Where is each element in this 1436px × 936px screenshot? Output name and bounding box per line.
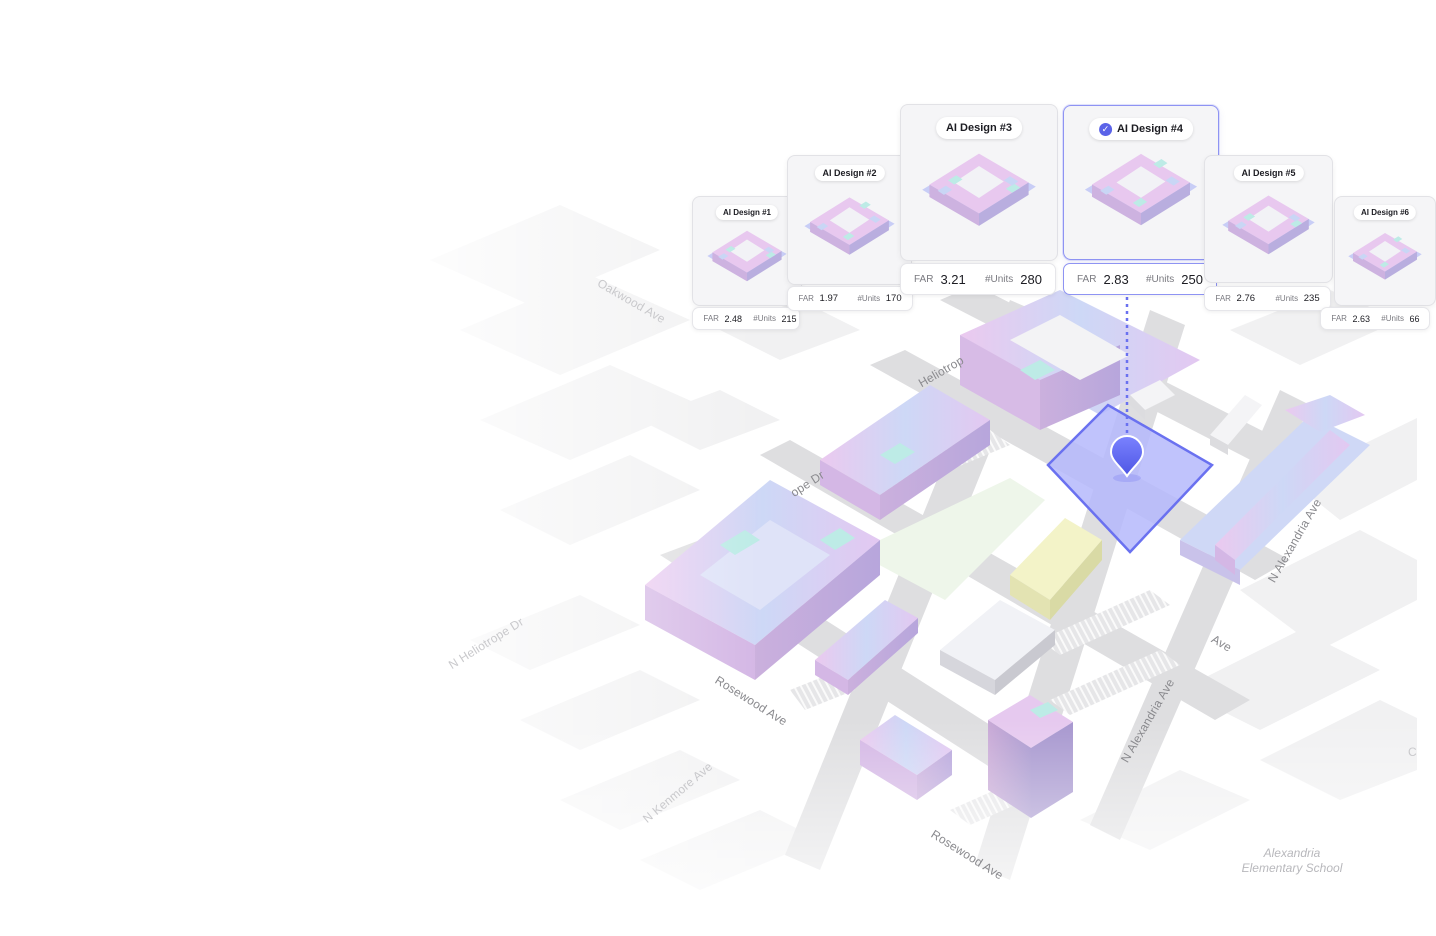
park-green-area [870, 478, 1045, 600]
design-title-pill: ✓ AI Design #4 [1089, 118, 1193, 141]
design-thumbnail-image [1222, 195, 1315, 255]
units-label: #Units [1381, 314, 1404, 323]
design-card-4[interactable]: ✓ AI Design #4 [1063, 105, 1219, 260]
units-value: 215 [781, 313, 797, 324]
far-value: 2.76 [1236, 293, 1256, 304]
design-stats-5: FAR 2.76 #Units 235 [1204, 286, 1331, 311]
design-thumbnail-image [1084, 153, 1198, 226]
design-thumbnail-image [804, 197, 895, 255]
building-north-courtyard [960, 290, 1200, 430]
building-yellow-block [1010, 518, 1102, 620]
design-title-pill: AI Design #5 [1233, 164, 1304, 181]
units-label: #Units [984, 273, 1014, 285]
design-stats-4: FAR 2.83 #Units 250 [1063, 263, 1217, 295]
far-value: 2.63 [1352, 313, 1371, 324]
far-label: FAR [1077, 273, 1097, 285]
building-warehouse [940, 600, 1055, 695]
design-thumbnail-image [1348, 233, 1422, 280]
design-stats-3: FAR 3.21 #Units 280 [900, 263, 1056, 295]
design-title-pill: AI Design #1 [715, 205, 779, 221]
design-title: AI Design #1 [722, 208, 772, 218]
landmark-alexandria-school: Alexandria Elementary School [1236, 846, 1348, 876]
units-value: 250 [1181, 271, 1203, 287]
building-north-wing [820, 385, 990, 520]
design-title: AI Design #2 [822, 167, 877, 178]
far-value: 2.48 [724, 313, 743, 324]
design-card-3[interactable]: AI Design #3 [900, 104, 1058, 261]
far-label: FAR [1215, 294, 1231, 303]
units-value: 280 [1020, 271, 1042, 287]
design-title-pill: AI Design #2 [814, 164, 885, 181]
units-label: #Units [1275, 294, 1299, 303]
school-name-line2: Elementary School [1241, 861, 1343, 875]
school-name-line1: Alexandria [1263, 846, 1321, 860]
design-title: AI Design #3 [945, 122, 1013, 135]
units-value: 235 [1303, 293, 1320, 304]
design-thumbnail-image [707, 230, 787, 282]
units-label: #Units [753, 314, 776, 323]
units-label: #Units [1145, 273, 1175, 285]
far-label: FAR [914, 273, 934, 285]
design-card-2[interactable]: AI Design #2 [787, 155, 912, 285]
selected-site-parcel[interactable] [1046, 403, 1214, 554]
design-title-pill: AI Design #6 [1353, 205, 1417, 221]
far-label: FAR [1331, 314, 1347, 323]
design-title: AI Design #4 [1116, 123, 1184, 136]
design-title-pill: AI Design #3 [936, 117, 1022, 140]
design-title: AI Design #5 [1241, 167, 1296, 178]
far-label: FAR [798, 294, 814, 303]
far-label: FAR [703, 314, 719, 323]
design-stats-2: FAR 1.97 #Units 170 [787, 286, 913, 311]
design-card-1[interactable]: AI Design #1 [692, 196, 802, 306]
far-value: 3.21 [940, 271, 966, 287]
gray-blocks [1130, 380, 1262, 455]
units-label: #Units [857, 294, 881, 303]
far-value: 2.83 [1103, 271, 1129, 287]
design-card-5[interactable]: AI Design #5 [1204, 155, 1333, 283]
far-value: 1.97 [819, 293, 839, 304]
design-stats-1: FAR 2.48 #Units 215 [692, 307, 800, 330]
map-pin-icon[interactable] [1109, 435, 1145, 482]
building-south-west [815, 600, 918, 695]
units-value: 66 [1409, 313, 1420, 324]
street-label-c: C [1408, 745, 1417, 759]
design-thumbnail-image [922, 153, 1036, 226]
design-title: AI Design #6 [1360, 208, 1410, 218]
units-value: 170 [885, 293, 902, 304]
check-icon: ✓ [1098, 122, 1112, 136]
design-card-6[interactable]: AI Design #6 [1334, 196, 1436, 306]
building-east-long [1180, 395, 1370, 585]
design-stats-6: FAR 2.63 #Units 66 [1320, 307, 1430, 330]
